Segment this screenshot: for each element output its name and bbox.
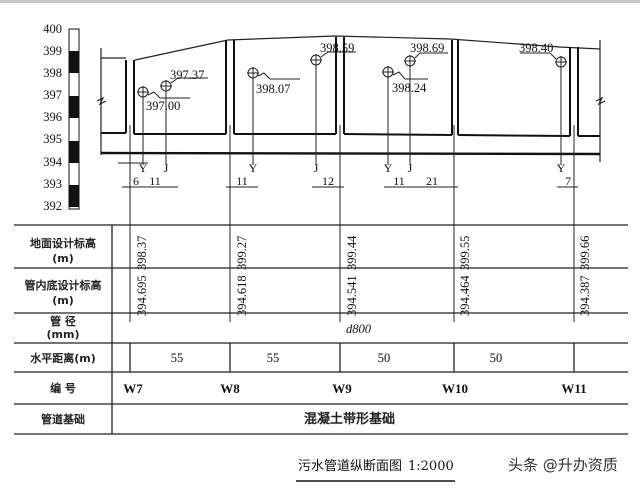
svg-text:398.37: 398.37 <box>135 236 149 270</box>
svg-text:55: 55 <box>267 351 280 365</box>
elev-label: 398.40 <box>519 41 553 55</box>
connection-markers: Y J Y J Y J Y <box>139 161 566 175</box>
svg-text:W10: W10 <box>442 381 468 396</box>
tick-394: 394 <box>43 155 63 169</box>
elevation-scale: 400 399 398 397 396 395 394 393 392 <box>43 22 80 213</box>
tick-392: 392 <box>43 199 62 213</box>
svg-text:J: J <box>164 161 169 175</box>
svg-text:(m): (m) <box>52 252 74 265</box>
row-label-ground-elev: 地面设计标高 <box>30 236 96 250</box>
svg-text:7: 7 <box>565 174 571 188</box>
svg-text:394.695: 394.695 <box>135 275 149 316</box>
dimension-lines <box>118 162 578 188</box>
svg-text:W7: W7 <box>123 381 143 396</box>
station-ids: W7 W8 W9 W10 W11 <box>123 381 586 396</box>
drawing-title: 污水管道纵断面图 <box>298 459 402 474</box>
elev-label: 397.37 <box>170 68 204 82</box>
elev-label: 398.59 <box>320 41 354 55</box>
elev-label: 398.07 <box>256 82 290 96</box>
data-table-grid <box>14 224 628 435</box>
svg-text:11: 11 <box>149 174 161 188</box>
svg-text:394.541: 394.541 <box>345 275 359 316</box>
connections <box>137 51 567 165</box>
svg-text:394.387: 394.387 <box>578 275 592 316</box>
watermark: 头条 @升办资质 <box>508 456 618 474</box>
station-lines <box>129 125 575 322</box>
top-border <box>0 0 640 3</box>
row-label-number: 编 号 <box>50 381 76 395</box>
drawing-scale: 1:2000 <box>408 459 454 474</box>
svg-text:12: 12 <box>322 174 334 188</box>
svg-text:55: 55 <box>171 351 184 365</box>
svg-text:21: 21 <box>426 174 438 188</box>
svg-text:J: J <box>408 161 413 175</box>
tick-400: 400 <box>43 22 62 36</box>
row-label-diameter: 管 径 <box>50 314 76 328</box>
pipe <box>100 132 601 156</box>
tick-395: 395 <box>43 132 62 146</box>
svg-text:6: 6 <box>133 174 139 188</box>
svg-text:W8: W8 <box>220 381 240 396</box>
svg-text:Y: Y <box>557 161 566 175</box>
row-label-distance: 水平距离(m) <box>30 351 96 365</box>
svg-text:11: 11 <box>236 174 248 188</box>
distance-values: 55 55 50 50 <box>171 351 503 365</box>
svg-text:W9: W9 <box>332 381 352 396</box>
svg-text:394.464: 394.464 <box>458 275 472 316</box>
tick-396: 396 <box>43 110 62 124</box>
svg-text:(mm): (mm) <box>47 328 80 341</box>
row-label-foundation: 管道基础 <box>41 412 85 426</box>
row-label-invert-elev: 管内底设计标高 <box>25 278 102 292</box>
elev-label: 397.00 <box>146 99 180 113</box>
svg-text:399.66: 399.66 <box>578 236 592 270</box>
svg-text:399.44: 399.44 <box>345 235 359 270</box>
elev-label: 398.24 <box>392 81 427 95</box>
tick-393: 393 <box>43 177 62 191</box>
svg-text:50: 50 <box>490 351 503 365</box>
elev-label: 398.69 <box>410 41 444 55</box>
svg-text:11: 11 <box>393 174 405 188</box>
svg-text:Y: Y <box>249 161 258 175</box>
tick-397: 397 <box>43 88 62 102</box>
svg-text:399.27: 399.27 <box>235 236 249 270</box>
tick-398: 398 <box>43 66 62 80</box>
station-elevations: 394.695 398.37 394.618 399.27 394.541 39… <box>135 235 592 316</box>
foundation-value: 混凝土带形基础 <box>304 411 395 427</box>
tick-399: 399 <box>43 44 62 58</box>
manholes <box>125 37 579 136</box>
svg-text:394.618: 394.618 <box>235 275 249 316</box>
svg-text:50: 50 <box>378 351 391 365</box>
svg-text:W11: W11 <box>561 381 586 396</box>
diameter-value: d800 <box>346 322 372 336</box>
ground-line <box>96 35 606 162</box>
dimension-values: 6 11 11 12 11 21 7 <box>133 174 571 188</box>
svg-text:399.55: 399.55 <box>458 236 472 270</box>
svg-text:Y: Y <box>139 161 148 175</box>
svg-text:Y: Y <box>384 161 393 175</box>
svg-text:J: J <box>314 161 319 175</box>
svg-text:(m): (m) <box>52 294 74 307</box>
